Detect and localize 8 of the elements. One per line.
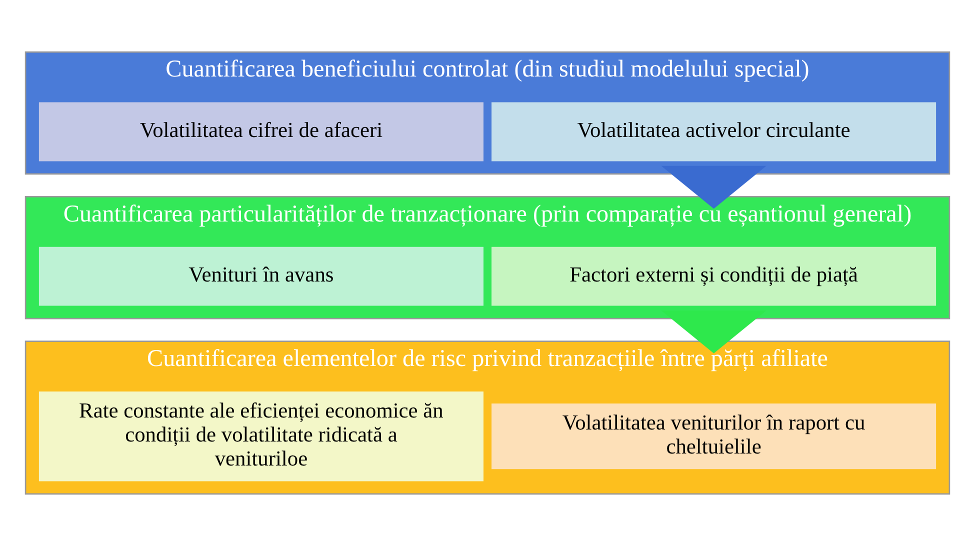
node-box: Volatilitatea activelor circulante	[491, 102, 936, 162]
node-box: Factori externi și condiții de piață	[491, 246, 936, 306]
arrow	[660, 166, 766, 209]
arrow	[660, 310, 766, 354]
node-box: Rate constante ale eficienței economice ăn condiții de volatilitate ridicată a venituriloe	[38, 392, 483, 482]
node-box: Venituri în avans	[38, 246, 483, 306]
node-box: Volatilitatea veniturilor în raport cu cheltuielile	[491, 404, 936, 470]
node-box: Volatilitatea cifrei de afaceri	[38, 102, 483, 162]
